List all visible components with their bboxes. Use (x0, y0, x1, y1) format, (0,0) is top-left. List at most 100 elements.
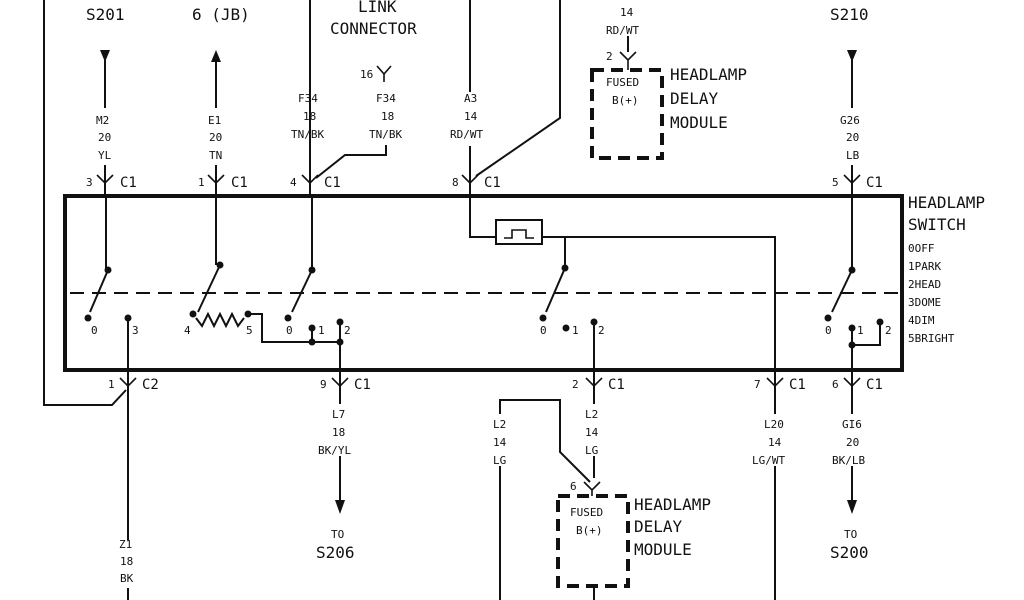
l20-color: LG/WT (752, 454, 785, 467)
module-top-bplus: B(+) (612, 94, 639, 107)
f34a-gauge: 18 (303, 110, 316, 123)
c6-name: C1 (866, 377, 883, 393)
link-connector-label-line1: LINK (358, 0, 397, 16)
c1-pin: 1 (198, 176, 205, 189)
g26-gauge: 20 (846, 131, 859, 144)
sw3-label-1: 1 (318, 324, 325, 337)
switch-title-1: HEADLAMP (908, 193, 985, 212)
link-pin-16: 16 (360, 68, 373, 81)
a3-gauge: 14 (464, 110, 478, 123)
c7-connector-symbol (766, 377, 784, 388)
c3-pin: 3 (86, 176, 93, 189)
c9-pin: 9 (320, 378, 327, 391)
l20-code: L20 (764, 418, 784, 431)
e1-color: TN (209, 149, 222, 162)
circuit-breaker-symbol (504, 229, 534, 239)
sw1-label-0: 0 (91, 324, 98, 337)
module-top-pin-symbol (619, 51, 637, 70)
c8-connector-symbol (461, 174, 479, 185)
l2b-color: LG (585, 444, 598, 457)
l2a-code: L2 (493, 418, 506, 431)
sw3-label-2: 2 (344, 324, 351, 337)
l2a-label-bg (486, 414, 516, 466)
sw4-blade (545, 267, 566, 313)
c1-connector-symbol (207, 174, 225, 185)
l2b-gauge: 14 (585, 426, 599, 439)
module-bottom-pin: 6 (570, 480, 577, 493)
sw3-label-0: 0 (286, 324, 293, 337)
z1-label-bg (114, 540, 144, 588)
g26-code: G26 (840, 114, 860, 127)
jb-up-arrow (211, 50, 221, 62)
headlamp-switch-box (63, 194, 904, 372)
g16-down-arrow (847, 500, 857, 514)
module-bottom-name-2: DELAY (634, 517, 683, 536)
f34b-jumper-wire (315, 145, 387, 179)
to-s200-1: TO (844, 528, 857, 541)
c9-name: C1 (354, 377, 371, 393)
sw5-contact-0 (824, 314, 832, 322)
sw2-label-4: 4 (184, 324, 191, 337)
z1-gauge: 18 (120, 555, 133, 568)
l7-gauge: 18 (332, 426, 345, 439)
c6-connector-symbol (843, 377, 861, 388)
sw5-label-2: 2 (885, 324, 892, 337)
c7-name: C1 (789, 377, 806, 393)
sw2-label-5: 5 (246, 324, 253, 337)
switch-position-2: 2HEAD (908, 278, 941, 291)
sw4-label-1: 1 (572, 324, 579, 337)
sw5-output (851, 322, 881, 370)
link-connector-label-line2: CONNECTOR (330, 19, 417, 38)
l20-label-bg (748, 414, 804, 466)
g16-code: GI6 (842, 418, 862, 431)
f34b-gauge: 18 (381, 110, 394, 123)
c3-name: C1 (120, 175, 137, 191)
sw3-output (311, 322, 341, 370)
sw3-contact-0 (284, 314, 292, 322)
f34b-color: TN/BK (369, 128, 402, 141)
c1-name: C1 (231, 175, 248, 191)
z1-color: BK (120, 572, 134, 585)
sw1-label-3: 3 (132, 324, 139, 337)
to-s206-1: TO (331, 528, 344, 541)
c2b-connector-symbol (585, 377, 603, 388)
c4-pin: 4 (290, 176, 297, 189)
s210-down-arrow (847, 50, 857, 62)
sw4-contact-0 (539, 314, 547, 322)
l7-down-arrow (335, 500, 345, 514)
m2-gauge: 20 (98, 131, 111, 144)
l2a-gauge: 14 (493, 436, 507, 449)
s201-down-arrow (100, 50, 110, 62)
sw3-blade (291, 269, 313, 313)
sw5-junction (848, 341, 856, 349)
sw5-blade (831, 269, 853, 313)
g16-color: BK/LB (832, 454, 865, 467)
sw2-contact-4 (189, 310, 197, 318)
m2-color: YL (98, 149, 112, 162)
switch-position-0: 0OFF (908, 242, 935, 255)
splice-s210-label: S210 (830, 5, 869, 24)
a3-color: RD/WT (450, 128, 483, 141)
l7-label-bg (310, 404, 370, 456)
sw3-junction-b (336, 338, 344, 346)
c3-connector-symbol (96, 174, 114, 185)
sw3-junction-a (308, 338, 316, 346)
l7-color: BK/YL (318, 444, 351, 457)
module-bottom-bplus: B(+) (576, 524, 603, 537)
c2-connector-symbol (119, 377, 137, 388)
e1-code: E1 (208, 114, 221, 127)
c5-connector-symbol (843, 174, 861, 185)
sw5-label-1: 1 (857, 324, 864, 337)
c4-connector-symbol (301, 174, 319, 185)
sw4-label-0: 0 (540, 324, 547, 337)
switch-position-3: 3DOME (908, 296, 941, 309)
c6-pin: 6 (832, 378, 839, 391)
rheostat (195, 311, 245, 329)
junction-block-label: 6 (JB) (192, 5, 250, 24)
c2-pin: 1 (108, 378, 115, 391)
c7-pin: 7 (754, 378, 761, 391)
module-top-box (590, 68, 664, 160)
c8-name: C1 (484, 175, 501, 191)
l2a-color: LG (493, 454, 506, 467)
